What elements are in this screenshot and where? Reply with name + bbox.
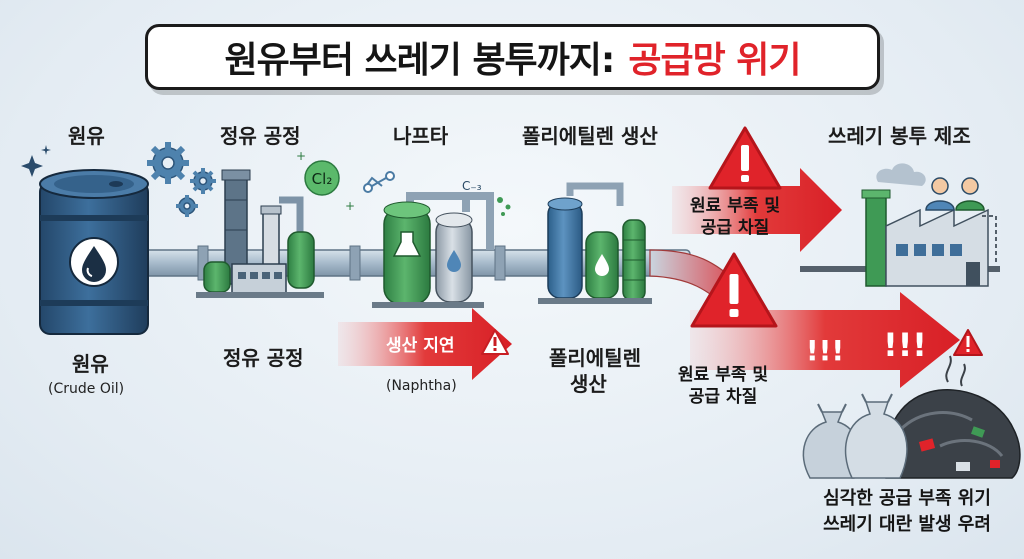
bag-factory (861, 163, 997, 287)
bottom-label-refining: 정유 공정 (223, 346, 304, 370)
title-main: 원유부터 쓰레기 봉투까지: (224, 40, 616, 81)
upper-warning-line2: 공급 차질 (700, 218, 770, 239)
lower-warning-line1: 원료 부족 및 (678, 365, 769, 385)
svg-text:Cl₂: Cl₂ (312, 170, 333, 188)
svg-text:C₋₃: C₋₃ (462, 179, 482, 193)
exclaim-badge-b: !!! (883, 326, 927, 364)
gear-icon (147, 142, 216, 217)
title-accent: 공급망 위기 (628, 40, 801, 81)
trash-bag (844, 393, 908, 479)
refinery-plant (196, 169, 324, 298)
exclaim-badge-a: !!! (806, 334, 844, 367)
crisis-line1: 심각한 공급 부족 위기 (823, 488, 991, 509)
polyethylene-plant (538, 182, 652, 304)
person-icon (925, 177, 955, 211)
garbage-pile (884, 355, 1021, 479)
production-delay-arrow (338, 308, 512, 380)
upper-warning-line1: 원료 부족 및 (690, 196, 781, 216)
crisis-line2: 쓰레기 대란 발생 우려 (823, 514, 991, 536)
person-icon (955, 177, 985, 211)
bottom-label-polyethylene-1: 폴리에틸렌 (549, 346, 641, 370)
stage-label-polyethylene: 폴리에틸렌 생산 (522, 124, 658, 148)
warning-triangle-icon (953, 329, 983, 356)
lower-warning-line2: 공급 차질 (688, 387, 758, 408)
stage-label-bag-making: 쓰레기 봉투 제조 (828, 124, 971, 148)
bottom-label-naphtha-en: (Naphtha) (386, 378, 457, 394)
crude-oil-barrel (39, 169, 149, 335)
lower-warning-text: 원료 부족 및 공급 차질 (678, 364, 768, 408)
warning-triangle-icon (690, 252, 778, 328)
bottom-label-crude: 원유 (72, 352, 109, 376)
sparkle-icon (21, 145, 51, 177)
stage-label-crude: 원유 (68, 124, 105, 148)
crisis-message: 심각한 공급 부족 위기 쓰레기 대란 발생 우려 (790, 486, 1024, 538)
chlorine-molecule: Cl₂ + + (296, 149, 355, 213)
svg-text:+: + (345, 199, 355, 213)
warning-triangle-icon (481, 329, 509, 355)
production-delay-label: 생산 지연 (386, 336, 455, 356)
svg-text:+: + (296, 149, 306, 163)
naphtha-plant: C₋₃ (363, 171, 511, 308)
page-title: 원유부터 쓰레기 봉투까지: 공급망 위기 (145, 24, 880, 90)
stage-label-refining: 정유 공정 (220, 124, 301, 148)
warning-triangle-icon (708, 126, 782, 190)
bottom-label-polyethylene-2: 생산 (570, 372, 607, 396)
upper-warning-text: 원료 부족 및 공급 차질 (690, 195, 780, 239)
stage-label-naphtha: 나프타 (393, 124, 449, 148)
bottom-label-crude-en: (Crude Oil) (48, 381, 125, 397)
